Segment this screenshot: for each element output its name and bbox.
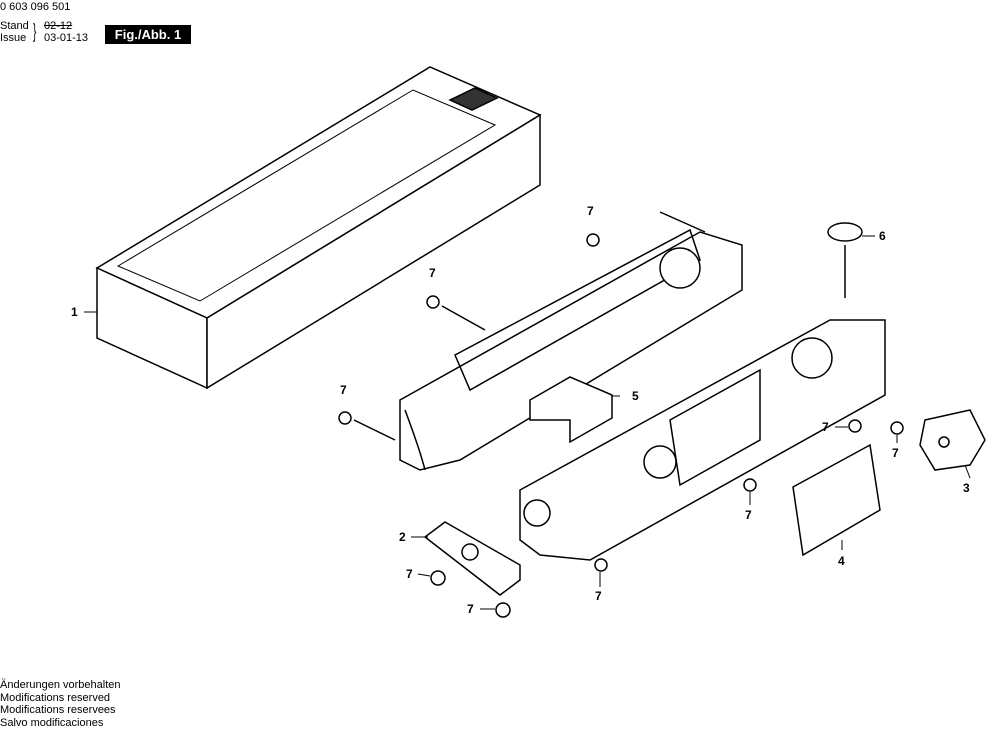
issue-label: Issue [0,32,27,44]
callout-5: 5 [632,389,639,403]
housing-lower [519,319,886,561]
callout-7: 7 [429,266,436,280]
housing-upper [399,228,743,471]
callout-4: 4 [838,554,845,568]
callout-7: 7 [467,602,474,616]
battery-cover-part-4 [792,443,881,557]
callout-3: 3 [963,481,970,495]
callout-7: 7 [587,204,594,218]
brace: } [33,21,37,43]
footer-notes: Änderungen vorbehalten Modifications res… [0,679,120,729]
callout-7: 7 [595,589,602,603]
case-part-1 [95,66,542,390]
cover-part-5 [529,376,613,444]
callout-7: 7 [745,508,752,522]
footer-line: Modifications reservees [0,704,116,716]
figure-label: Fig./Abb. 1 [105,25,191,44]
callout-2: 2 [399,530,406,544]
callout-7: 7 [340,383,347,397]
footer-line: Modifications reserved [0,691,111,704]
footer-line: Änderungen vorbehalten [0,679,121,691]
stand-label: Stand [0,20,29,32]
footer-line: Salvo modificaciones [0,716,104,729]
callout-7: 7 [892,446,899,460]
issue-date: 03-01-13 [44,32,89,44]
screws-caps-part-7 [338,211,904,618]
callout-1: 1 [71,305,78,319]
callout-7: 7 [822,420,829,434]
thumb-screw-part-6 [827,222,863,298]
callout-7: 7 [406,567,413,581]
part-number: 0 603 096 501 [0,1,71,13]
callout-6: 6 [879,229,886,243]
stand-date-struck: 02-12 [44,20,73,32]
end-cap-part-3 [919,409,986,471]
